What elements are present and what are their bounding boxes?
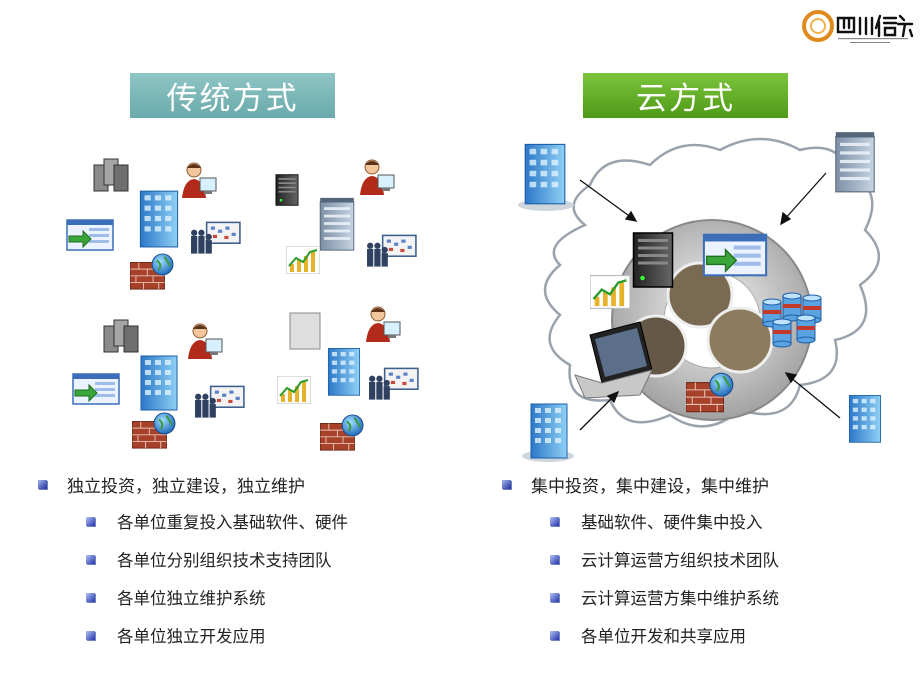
bullet-square-icon (86, 630, 95, 640)
cloud-sub-text: 云计算运营方组织技术团队 (581, 551, 779, 570)
traditional-cluster-3 (72, 319, 245, 450)
bullet-square-icon (550, 554, 559, 564)
company-logo (800, 6, 915, 46)
cloud-sub-bullet: 云计算运营方集中维护系统 (550, 578, 779, 616)
bullet-square-icon (550, 592, 559, 602)
bullet-square-icon (550, 630, 559, 640)
cloud-sub-text: 云计算运营方集中维护系统 (581, 589, 779, 608)
traditional-bullets: 独立投资，独立建设，独立维护 各单位重复投入基础软件、硬件 各单位分别组织技术支… (38, 470, 348, 654)
bullet-square-icon (502, 479, 511, 489)
cloud-main-text: 集中投资，集中建设，集中维护 (531, 476, 769, 497)
cloud-sub-bullet: 各单位开发和共享应用 (550, 616, 779, 654)
traditional-sub-bullet: 各单位独立维护系统 (86, 578, 348, 616)
traditional-main-text: 独立投资，独立建设，独立维护 (67, 476, 305, 497)
traditional-sub-text: 各单位独立维护系统 (117, 589, 266, 608)
traditional-main-bullet: 独立投资，独立建设，独立维护 (38, 470, 348, 498)
traditional-sub-text: 各单位重复投入基础软件、硬件 (117, 513, 348, 532)
cloud-title: 云方式 (583, 73, 788, 118)
bullet-square-icon (86, 592, 95, 602)
laptop-icon (574, 321, 653, 399)
cloud-bullets: 集中投资，集中建设，集中维护 基础软件、硬件集中投入 云计算运营方组织技术团队 … (502, 470, 779, 654)
cloud-main-bullet: 集中投资，集中建设，集中维护 (502, 470, 779, 498)
traditional-sub-text: 各单位分别组织技术支持团队 (117, 551, 332, 570)
traditional-sub-bullet: 各单位重复投入基础软件、硬件 (86, 502, 348, 540)
traditional-cluster-4 (277, 306, 419, 452)
cloud-arrows (579, 172, 841, 431)
bullet-square-icon (38, 479, 47, 489)
bullet-square-icon (550, 516, 559, 526)
cloud-sub-text: 各单位开发和共享应用 (581, 627, 746, 646)
bullet-square-icon (86, 516, 95, 526)
cloud-sub-text: 基础软件、硬件集中投入 (581, 513, 763, 532)
traditional-sub-text: 各单位独立开发应用 (117, 627, 266, 646)
traditional-sub-bullet: 各单位分别组织技术支持团队 (86, 540, 348, 578)
cloud-sub-bullet: 云计算运营方组织技术团队 (550, 540, 779, 578)
logo-wordmark (836, 14, 914, 38)
traditional-cluster-2 (275, 159, 417, 274)
bullet-square-icon (86, 554, 95, 564)
traditional-cluster-1 (66, 158, 241, 291)
cloud-sub-bullet: 基础软件、硬件集中投入 (550, 502, 779, 540)
comparison-illustration (66, 131, 882, 462)
traditional-title: 传统方式 (130, 73, 335, 118)
logo-ring-icon (802, 10, 834, 42)
cloud-outside-buildings (518, 131, 882, 462)
traditional-sub-bullet: 各单位独立开发应用 (86, 616, 348, 654)
